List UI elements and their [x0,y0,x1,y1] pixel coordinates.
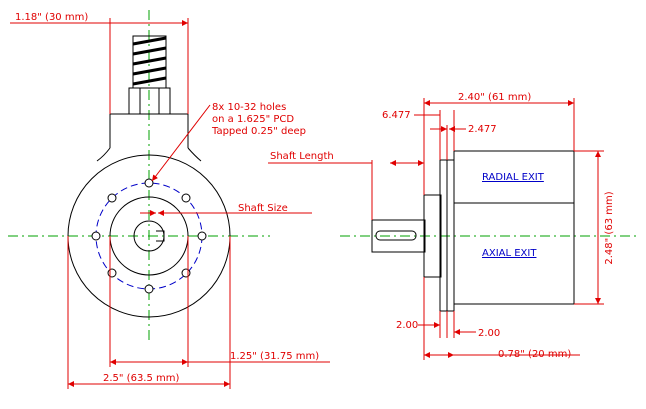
mounting-hole [197,231,207,241]
side-body [453,150,575,305]
centerlines [8,10,640,340]
holes-note-line-2: on a 1.625" PCD [212,114,294,125]
side-hub [423,194,442,278]
shaft-length-label: Shaft Length [270,151,334,162]
mounting-hole [144,178,154,188]
top-width-dim-text: 1.18" (30 mm) [15,12,88,23]
neck-left-fillet [96,147,111,162]
body-height-dim-text: 2.48" (63 mm) [604,191,615,264]
holes-note-line-3: Tapped 0.25" deep [211,126,306,137]
mounting-holes [91,178,207,294]
front-view-dimensions [10,18,330,389]
depth-dim-text: 0.78" (20 mm) [498,349,571,360]
side-view [371,150,575,312]
bottom-left-dim-text: 2.00 [396,320,418,331]
holes-note-line-1: 8x 10-32 holes [212,102,286,113]
mounting-hole [181,268,191,278]
holes-leader [151,104,211,182]
mounting-hole [144,284,154,294]
neck-right-fillet [187,147,202,162]
shaft-size-label: Shaft Size [238,203,288,214]
bottom-right-dim-text: 2.00 [478,328,500,339]
radial-exit-label: RADIAL EXIT [482,172,545,183]
mounting-hole [181,193,191,203]
shaft-key-flat [156,230,165,242]
bolt-pcd-dim-text: 1.25" (31.75 mm) [230,351,319,362]
side-view-dimensions [268,98,604,360]
body-length-dim-text: 2.40" (61 mm) [458,92,531,103]
outer-diameter-dim-text: 2.5" (63.5 mm) [103,373,180,384]
flange-left-dim-text: 6.477 [382,110,411,121]
mounting-hole [107,193,117,203]
side-shaft [371,219,426,253]
flange-right-dim-text: 2.477 [468,124,497,135]
shaft-key [375,230,417,241]
thread-lines [132,36,167,86]
mounting-hole [107,268,117,278]
mounting-hole [91,231,101,241]
axial-exit-label: AXIAL EXIT [482,248,537,259]
